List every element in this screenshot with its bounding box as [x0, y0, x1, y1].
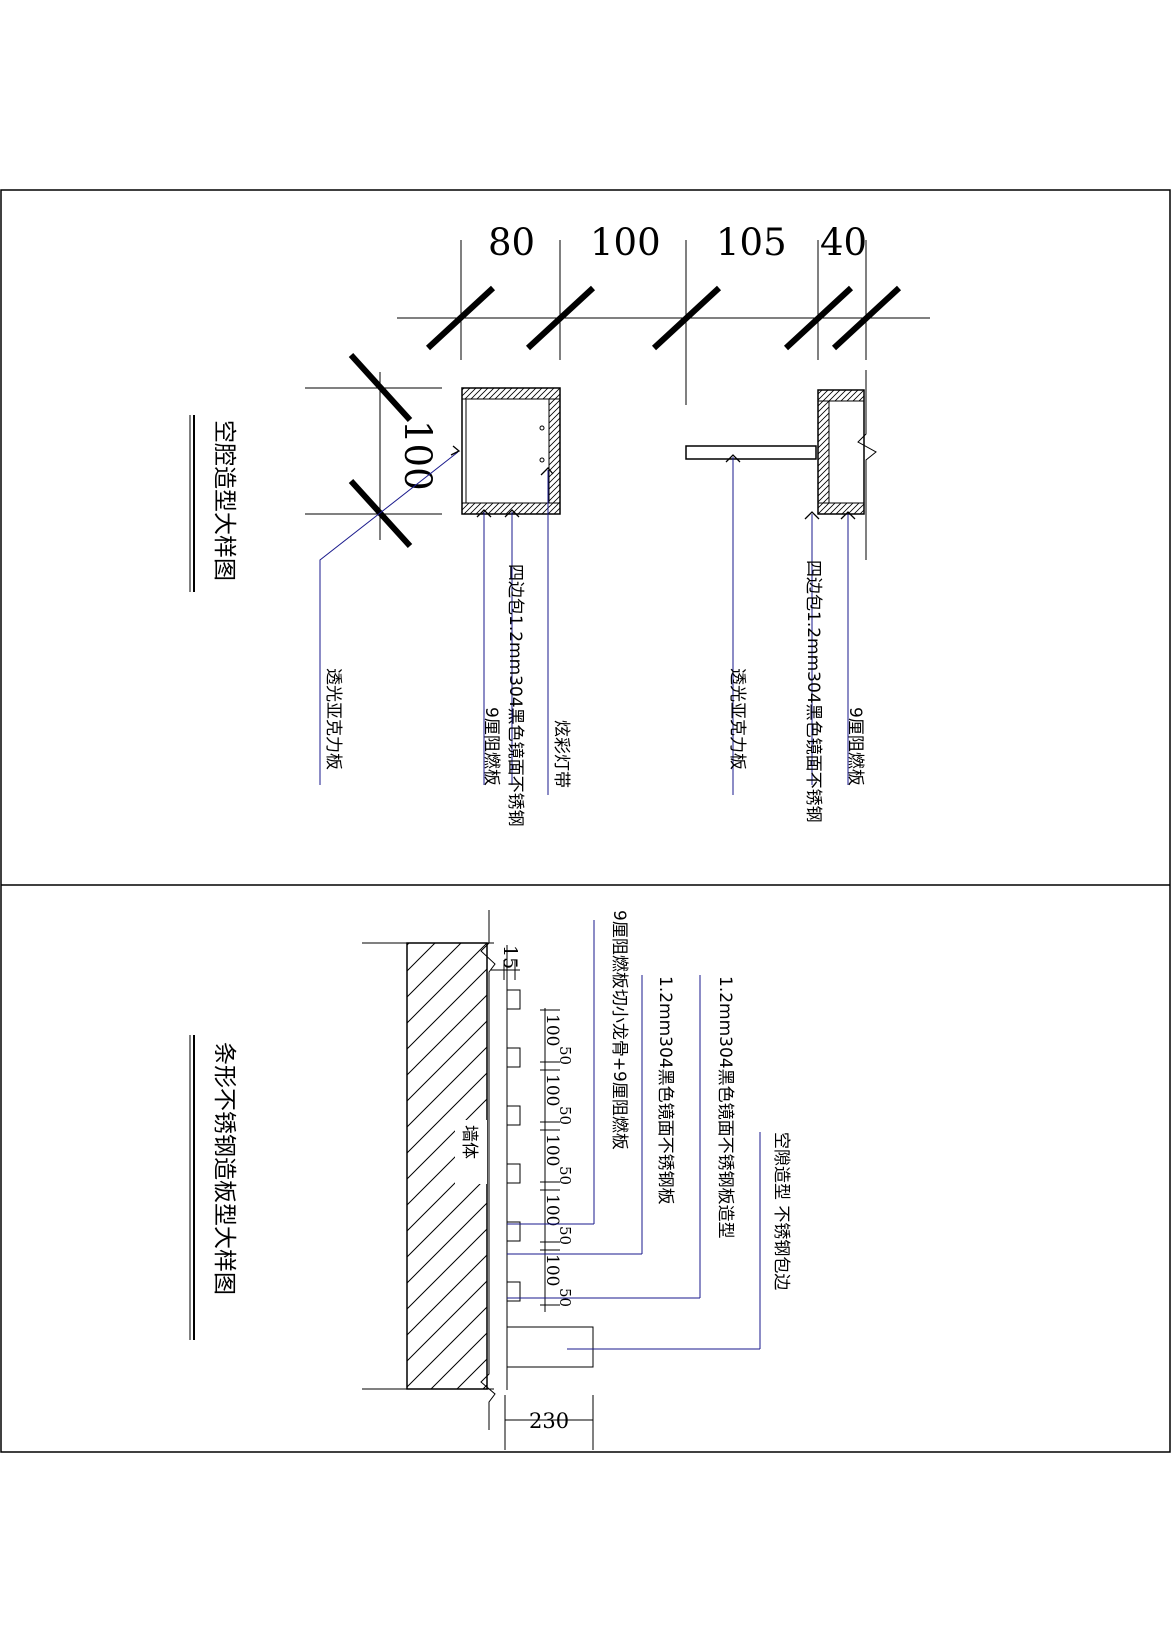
label-wrap-left-2: 9厘阻燃板	[481, 707, 501, 786]
dim-v-3: 50	[556, 1106, 574, 1125]
dim-v-2: 100	[542, 1074, 562, 1106]
dim-15-group: 15	[491, 945, 521, 980]
dim-v-6: 100	[542, 1194, 562, 1226]
label-ss-shape: 1.2mm304黑色镜面不锈钢板造型	[715, 976, 735, 1239]
wall-label: 墙体	[459, 1125, 479, 1159]
dim-v-7: 50	[556, 1226, 574, 1245]
dim-230: 230	[529, 1409, 569, 1433]
dim-v-4: 100	[542, 1134, 562, 1166]
label-ss-plate: 1.2mm304黑色镜面不锈钢板	[655, 976, 675, 1205]
label-acrylic-right: 透光亚克力板	[727, 668, 747, 770]
wall-section: 墙体	[362, 910, 496, 1430]
top-title-text: 空腔造型大样图	[211, 420, 237, 581]
dim-v-8: 100	[542, 1254, 562, 1286]
label-wrap-right-1: 四边包1.2mm304黑色镜面不锈钢	[803, 560, 823, 823]
dim-100: 100	[590, 221, 661, 264]
dim-105: 105	[716, 221, 787, 264]
dim-v-1: 50	[556, 1046, 574, 1065]
dim-v-5: 50	[556, 1166, 574, 1185]
dim-80: 80	[488, 221, 535, 264]
top-leaders	[319, 451, 849, 795]
label-wrap-right-2: 9厘阻燃板	[845, 707, 865, 786]
vertical-dimension-chain	[540, 1008, 560, 1312]
top-panel: 空腔造型大样图 80 100 105 40	[189, 221, 930, 827]
top-title: 空腔造型大样图	[189, 415, 237, 592]
right-t-section	[685, 370, 877, 560]
label-board-keel: 9厘阻燃板切小龙骨+9厘阻燃板	[609, 910, 629, 1150]
bottom-labels: 9厘阻燃板切小龙骨+9厘阻燃板 1.2mm304黑色镜面不锈钢板 1.2mm30…	[609, 910, 791, 1290]
dim-v-0: 100	[542, 1014, 562, 1046]
top-dimension-chain: 80 100 105 40	[397, 221, 930, 405]
sheet-frame	[0, 189, 1171, 1453]
left-box-section	[461, 387, 561, 515]
label-led-strip: 炫彩灯带	[551, 720, 571, 788]
dim-15: 15	[499, 945, 521, 969]
label-wrap-left-1: 四边包1.2mm304黑色镜面不锈钢	[505, 564, 525, 827]
dim-230-group: 230	[504, 1395, 594, 1450]
top-labels: 透光亚克力板 四边包1.2mm304黑色镜面不锈钢 9厘阻燃板 炫彩灯带 透光亚…	[323, 560, 865, 827]
dim-left-100: 100	[396, 420, 439, 491]
label-gap-edge: 空隙造型 不锈钢包边	[771, 1132, 791, 1290]
dim-40: 40	[820, 221, 867, 264]
label-acrylic-left: 透光亚克力板	[323, 668, 343, 770]
bottom-panel: 条形不锈钢造板型大样图 墙体 15	[189, 910, 791, 1450]
ss-edge-block	[506, 1326, 594, 1368]
left-dimension: 100	[305, 352, 442, 549]
bottom-title: 条形不锈钢造板型大样图	[189, 1035, 237, 1340]
bottom-title-text: 条形不锈钢造板型大样图	[211, 1042, 237, 1295]
bottom-leaders	[507, 920, 761, 1350]
vertical-dimension-text: 100 50 100 50 100 50 100 50 100 50	[542, 1014, 574, 1307]
top-arrowheads	[450, 445, 856, 520]
